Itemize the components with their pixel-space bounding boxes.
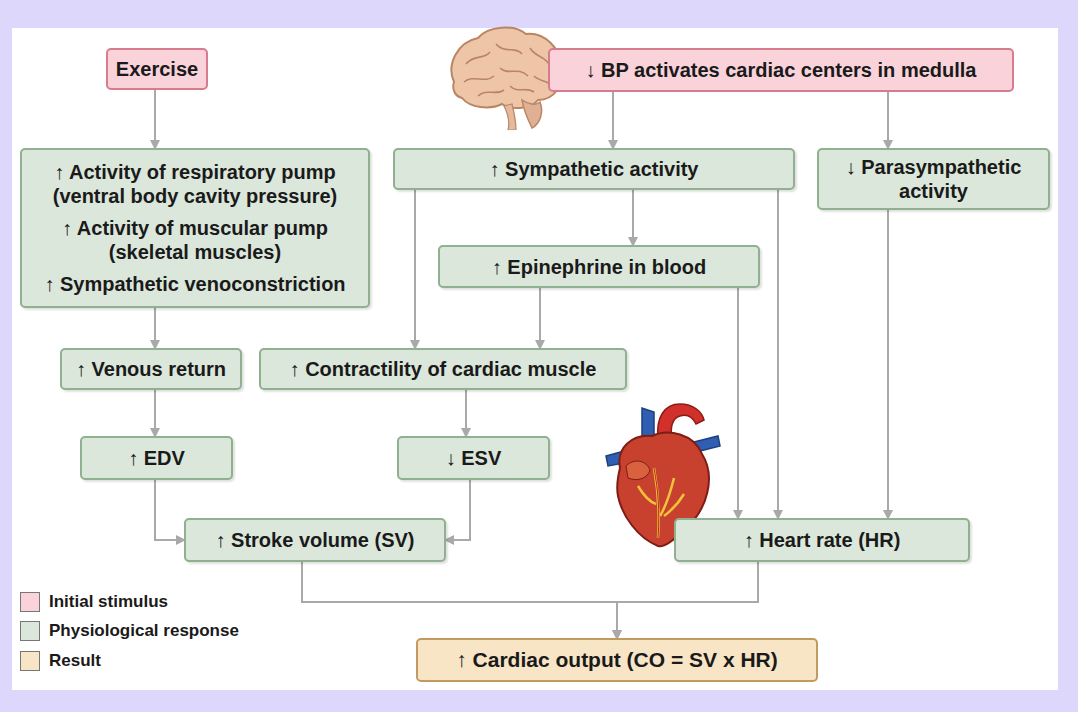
- legend-row: Result: [20, 651, 101, 671]
- box-label: ↑ Stroke volume (SV): [216, 528, 415, 552]
- box-label: ↑ Activity of respiratory pump (ventral …: [30, 160, 360, 208]
- flow-arrow: [465, 390, 467, 436]
- stimulus-box: ↓ BP activates cardiac centers in medull…: [548, 48, 1014, 92]
- legend-row: Initial stimulus: [20, 592, 168, 612]
- flow-arrow: [737, 288, 739, 518]
- box-label: ↑ Epinephrine in blood: [492, 255, 706, 279]
- response-box: ↑ Venous return: [60, 348, 242, 390]
- legend-label: Result: [49, 651, 101, 671]
- flow-arrow: [446, 480, 470, 540]
- response-box: ↑ EDV: [80, 436, 233, 480]
- box-label: ↑ Cardiac output (CO = SV x HR): [456, 647, 777, 672]
- response-box: ↑ Epinephrine in blood: [438, 245, 760, 288]
- box-label: ↓ BP activates cardiac centers in medull…: [586, 58, 977, 82]
- result-box: ↑ Cardiac output (CO = SV x HR): [416, 638, 818, 682]
- response-box: ↓ Parasympathetic activity: [817, 148, 1050, 210]
- response-box: ↑ Stroke volume (SV): [184, 518, 446, 562]
- box-label: ↑ Contractility of cardiac muscle: [290, 357, 597, 381]
- box-label: ↑ Heart rate (HR): [744, 528, 901, 552]
- box-label: ↓ ESV: [446, 446, 502, 470]
- box-label: ↑ Sympathetic activity: [490, 157, 699, 181]
- response-box: ↓ ESV: [397, 436, 550, 480]
- box-label: ↑ EDV: [128, 446, 185, 470]
- legend-swatch: [20, 651, 40, 671]
- legend-label: Physiological response: [49, 621, 239, 641]
- box-label: ↑ Sympathetic venoconstriction: [44, 272, 345, 296]
- response-box: ↑ Activity of respiratory pump (ventral …: [20, 148, 370, 308]
- flow-arrow: [155, 480, 184, 540]
- flow-arrow: [777, 190, 779, 518]
- flow-arrow: [632, 190, 634, 245]
- legend-row: Physiological response: [20, 621, 239, 641]
- response-box: ↑ Heart rate (HR): [674, 518, 970, 562]
- stimulus-box: Exercise: [106, 48, 208, 90]
- flow-arrow: [414, 190, 416, 348]
- flow-arrow: [302, 562, 617, 638]
- response-box: ↑ Sympathetic activity: [393, 148, 795, 190]
- box-label: ↓ Parasympathetic activity: [827, 155, 1040, 203]
- flow-arrow: [154, 90, 156, 148]
- flow-arrow: [887, 210, 889, 518]
- legend-swatch: [20, 592, 40, 612]
- box-label: ↑ Venous return: [76, 357, 226, 381]
- flow-arrow: [539, 288, 541, 348]
- flow-arrow: [154, 308, 156, 348]
- flow-arrow: [887, 92, 889, 148]
- box-label: ↑ Activity of muscular pump (skeletal mu…: [30, 216, 360, 264]
- flow-arrow: [154, 390, 156, 436]
- box-label: Exercise: [116, 57, 198, 81]
- flow-arrow: [612, 92, 614, 148]
- flow-arrow: [617, 562, 758, 638]
- legend-label: Initial stimulus: [49, 592, 168, 612]
- response-box: ↑ Contractility of cardiac muscle: [259, 348, 627, 390]
- legend-swatch: [20, 621, 40, 641]
